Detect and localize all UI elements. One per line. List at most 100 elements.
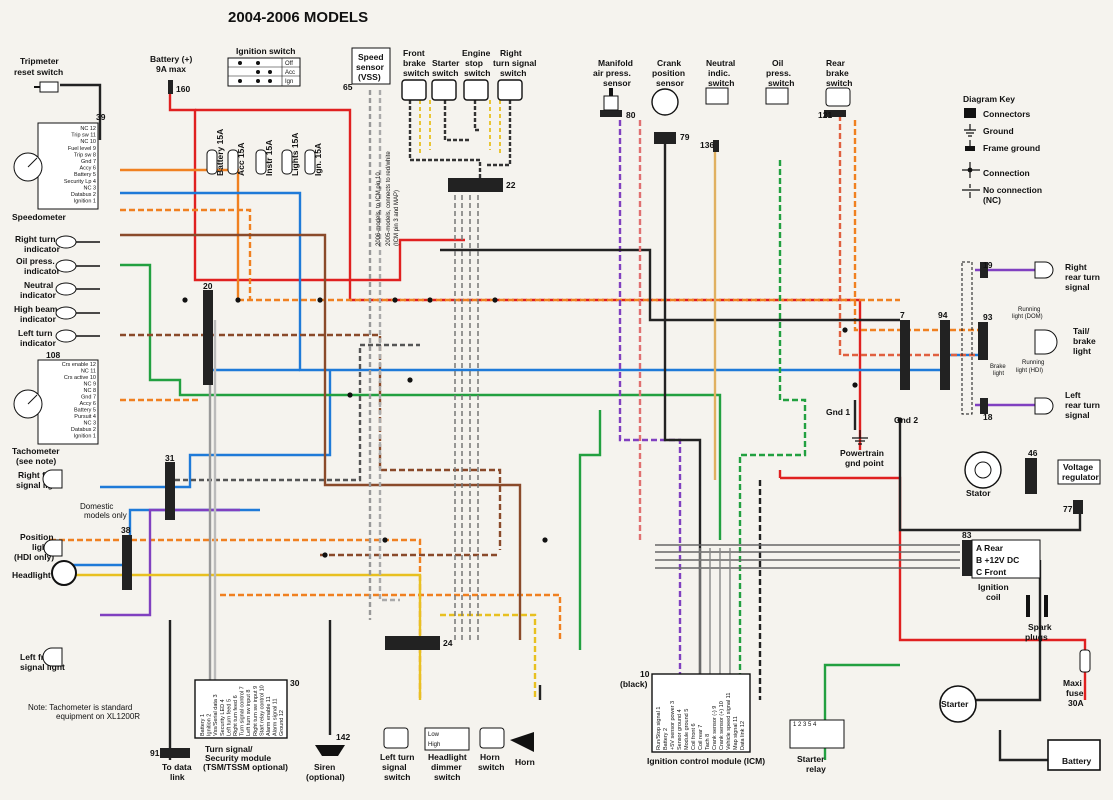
oil-pressure-indicator-bulb [55, 259, 77, 273]
svg-text:Instr 15A: Instr 15A [264, 140, 274, 176]
svg-text:switch: switch [403, 68, 429, 78]
svg-text:Battery: Battery [1062, 756, 1092, 766]
svg-text:signal light: signal light [16, 480, 61, 490]
crank-position-sensor: Crank position sensor [651, 58, 685, 116]
svg-text:Left turn: Left turn [380, 752, 414, 762]
svg-text:signal: signal [1065, 410, 1090, 420]
svg-text:signal light: signal light [20, 662, 65, 672]
svg-text:18: 18 [983, 412, 993, 422]
icm-pin-10: Crank sensor (+) 10 [719, 701, 725, 750]
svg-text:Gnd 2: Gnd 2 [894, 415, 918, 425]
svg-text:31: 31 [165, 453, 175, 463]
svg-text:(ICM pin 3 and MAP): (ICM pin 3 and MAP) [394, 190, 400, 246]
svg-text:Off: Off [285, 61, 293, 67]
tripmeter-reset-switch[interactable]: Tripmeter reset switch [14, 56, 63, 93]
connector-numbers: 20 31 38 22 24 7 94 46 77 19 18 93 83 80… [46, 82, 1073, 758]
headlight-lamp [51, 560, 77, 586]
speedometer-pin-1: NC 12 [80, 126, 96, 132]
speedometer-pin-8: Battery 5 [74, 172, 96, 178]
svg-text:Tachometer: Tachometer [12, 446, 60, 456]
icm-pin-2: Battery 2 [663, 728, 669, 750]
svg-text:switch: switch [384, 772, 410, 782]
speedometer: Speedometer [12, 122, 99, 222]
svg-text:Stator: Stator [966, 488, 991, 498]
rear-lighting: Right rear turn signal Left rear turn si… [961, 261, 1100, 420]
svg-text:Voltage: Voltage [1063, 462, 1093, 472]
svg-text:Ignition switch: Ignition switch [236, 46, 296, 56]
svg-text:Powertrain: Powertrain [840, 448, 884, 458]
connector-38-block [122, 535, 132, 590]
svg-text:Position: Position [20, 532, 54, 542]
svg-text:20: 20 [203, 281, 213, 291]
wire-junctions [182, 297, 903, 558]
tachometer: Tachometer (see note) [12, 359, 99, 466]
speed-sensor: Speed sensor (VSS) [351, 47, 391, 85]
svg-text:Headlight: Headlight [428, 752, 467, 762]
speedometer-pin-7: Accy 6 [79, 166, 96, 172]
connector-80-block [600, 110, 622, 117]
tachometer-pin-3: Crs active 10 [64, 375, 96, 381]
svg-text:(NC): (NC) [983, 195, 1001, 205]
svg-text:press.: press. [766, 68, 791, 78]
icm-pin-4: Sensor ground 4 [677, 709, 683, 750]
neutral-indicator-switch: Neutral indic. switch [705, 58, 735, 105]
tsm-pin-1: Battery 1 [200, 714, 206, 736]
svg-text:switch: switch [708, 78, 734, 88]
ignition-coil: A Rear B +12V DC C Front Ignition coil S… [971, 539, 1052, 642]
right-turn-indicator-bulb [55, 235, 77, 249]
svg-text:Oil: Oil [772, 58, 783, 68]
svg-text:Right front: Right front [18, 470, 62, 480]
svg-text:30A: 30A [1068, 698, 1084, 708]
speedometer-pin-2: Trip sw 11 [71, 133, 96, 139]
svg-text:indicator: indicator [20, 290, 57, 300]
svg-text:A Rear: A Rear [976, 543, 1004, 553]
tsm-pin-11: Alarm enable 11 [266, 696, 272, 736]
svg-text:Horn: Horn [480, 752, 500, 762]
connector-31-block [165, 462, 175, 520]
horn-switch[interactable]: Horn switch [478, 727, 505, 772]
svg-text:Security module: Security module [205, 753, 271, 763]
svg-text:link: link [170, 772, 185, 782]
handlebar-switches[interactable]: Front brake switch Starter switch Engine… [401, 48, 536, 101]
svg-text:High: High [428, 742, 440, 748]
icm-pin-7: Coil rear 7 [698, 725, 704, 750]
diagram-title: 2004-2006 MODELS [228, 9, 368, 26]
svg-text:Running: Running [1018, 307, 1040, 313]
svg-text:indicator: indicator [24, 244, 61, 254]
svg-text:(HDI only): (HDI only) [14, 552, 54, 562]
left-turn-signal-switch[interactable]: Left turn signal switch [380, 727, 414, 782]
connector-19-block [980, 262, 988, 278]
svg-text:turn signal: turn signal [493, 58, 536, 68]
connector-93-block [978, 322, 988, 360]
connector-79-block [654, 132, 676, 144]
svg-text:Speed: Speed [358, 52, 384, 62]
svg-text:switch: switch [768, 78, 794, 88]
svg-text:regulator: regulator [1062, 472, 1100, 482]
svg-text:19: 19 [983, 260, 993, 270]
ground-points: Gnd 1 Gnd 2 Powertrain gnd point [826, 407, 918, 468]
svg-text:65: 65 [343, 82, 353, 92]
svg-text:sensor: sensor [603, 78, 632, 88]
svg-text:Headlight: Headlight [12, 570, 51, 580]
svg-text:22: 22 [506, 180, 516, 190]
headlight-dimmer-switch[interactable]: Low High Headlight dimmer switch [424, 727, 470, 782]
connector-91-block [160, 748, 190, 758]
svg-text:Speedometer: Speedometer [12, 212, 67, 222]
svg-text:indic.: indic. [708, 68, 730, 78]
svg-text:2006-models, to ICM pin 10: 2006-models, to ICM pin 10 [376, 172, 382, 246]
tachometer-pin-9: Pursuit 4 [74, 414, 96, 420]
svg-text:rear turn: rear turn [1065, 400, 1100, 410]
svg-text:switch: switch [500, 68, 526, 78]
svg-text:Connectors: Connectors [983, 109, 1031, 119]
svg-text:light: light [1073, 346, 1091, 356]
tachometer-pin-5: NC 8 [83, 388, 96, 394]
ignition-switch[interactable]: Ignition switch Off Acc Ign [227, 46, 301, 87]
svg-text:B +12V DC: B +12V DC [976, 555, 1019, 565]
svg-text:equipment on XL1200R: equipment on XL1200R [56, 712, 140, 721]
svg-text:(optional): (optional) [306, 772, 345, 782]
svg-text:Crank: Crank [657, 58, 681, 68]
svg-text:160: 160 [176, 84, 190, 94]
